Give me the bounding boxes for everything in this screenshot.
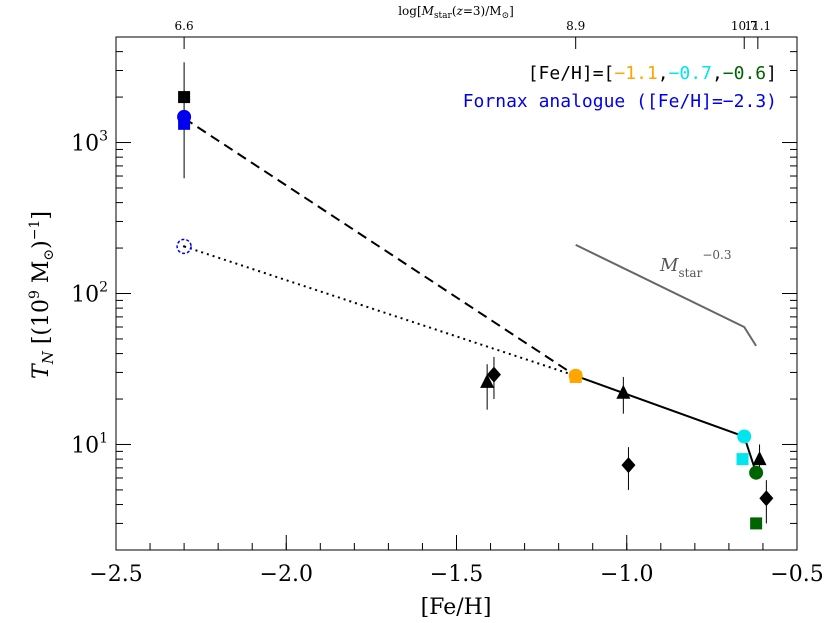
model-solid-line <box>575 374 758 474</box>
fornax-dashed-line <box>183 117 577 377</box>
legend-value: −0.7 <box>669 63 712 84</box>
slope-reference-line <box>575 244 757 347</box>
legend-value: −1.1 <box>614 63 657 84</box>
x-tick-label: −2.0 <box>260 562 313 587</box>
observed-diamond <box>486 366 501 383</box>
top-tick-label: 6.6 <box>175 19 194 33</box>
model-square <box>178 117 191 130</box>
top-axis-label: log[Mstar(z=3)/M⊙] <box>398 4 514 21</box>
model-lines <box>183 117 758 474</box>
observed-diamond <box>621 457 636 474</box>
observed-diamond <box>759 490 774 507</box>
top-tick-label: 11.1 <box>744 19 771 33</box>
x-axis-label: [Fe/H] <box>421 595 492 620</box>
y-tick-label: 102 <box>71 280 108 308</box>
observed-triangle <box>480 373 495 388</box>
axis-ticks: −2.5 −2.0 −1.5 −1.0 −0.5 6.6 8.9 10.711.1 101 102… <box>71 19 824 587</box>
observed-triangle <box>752 451 767 466</box>
x-tick-label: −1.5 <box>430 562 483 587</box>
data-points <box>176 62 774 530</box>
model-circle <box>749 465 764 480</box>
model-open-circle-dot <box>182 245 186 248</box>
x-tick-label: −2.5 <box>89 562 142 587</box>
model-square <box>569 370 582 383</box>
y-tick-label: 101 <box>71 430 108 458</box>
observed-triangle <box>616 384 631 399</box>
legend-comma: , <box>658 63 669 84</box>
slope-annotation: Mstar−0.3 <box>659 248 731 280</box>
model-square <box>750 517 763 530</box>
fornax-dotted-line <box>183 245 577 377</box>
model-circle <box>737 429 752 444</box>
top-tick-label: 10.7 <box>731 19 758 33</box>
top-tick-label: 8.9 <box>566 19 585 33</box>
legend-metallicity: [Fe/H]=[−1.1,−0.7,−0.6] <box>528 63 777 84</box>
y-axis-label: TN [(109 M⊙)−1] <box>27 211 57 379</box>
model-open-circle <box>176 238 192 255</box>
plot-frame <box>115 36 798 551</box>
legend-fornax: Fornax analogue ([Fe/H]=−2.3) <box>463 91 777 112</box>
x-tick-label: −0.5 <box>770 562 823 587</box>
legend-value: −0.6 <box>723 63 766 84</box>
observed-square <box>178 91 191 104</box>
legend-comma: , <box>712 63 723 84</box>
legend-suffix: ] <box>766 63 777 84</box>
model-square <box>736 453 749 466</box>
x-tick-label: −1.0 <box>600 562 653 587</box>
y-tick-label: 103 <box>71 129 108 157</box>
legend-prefix: [Fe/H]=[ <box>528 63 615 84</box>
